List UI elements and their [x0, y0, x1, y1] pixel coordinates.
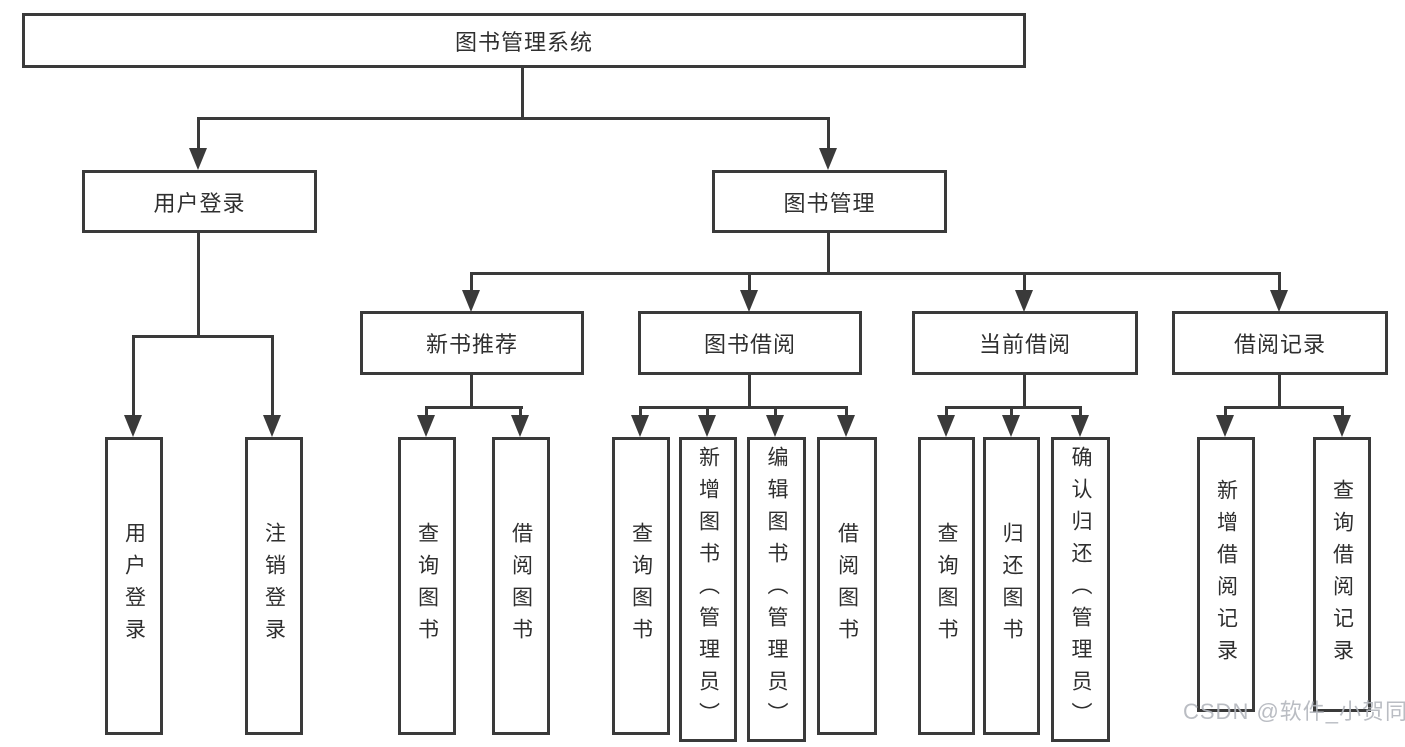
- leaf-add-book-admin-label: 新增图书（管理员）: [696, 445, 720, 734]
- edge-book-borrow-rail: [639, 406, 848, 409]
- leaf-query-book-3-label: 查询图书: [935, 522, 958, 650]
- arrow-down-icon: [1216, 415, 1234, 437]
- csdn-watermark: CSDN @软件_小贺同学: [1183, 699, 1405, 724]
- arrow-down-icon: [766, 415, 784, 437]
- edge-user-login-stem: [197, 233, 200, 338]
- edge-drop-leaf: [1079, 406, 1082, 417]
- leaf-edit-book-admin-label: 编辑图书（管理员）: [765, 445, 788, 734]
- edge-drop-leaf: [519, 406, 522, 417]
- node-new-book-recommend: 新书推荐: [360, 311, 584, 375]
- leaf-borrow-book-1: 借阅图书: [492, 437, 550, 735]
- leaf-user-login: 用户登录: [105, 437, 163, 735]
- leaf-add-book-admin: 新增图书（管理员）: [679, 437, 737, 742]
- edge-drop-leaf: [425, 406, 428, 417]
- leaf-logout-label: 注销登录: [262, 522, 286, 650]
- edge-user-login-rail: [132, 335, 274, 338]
- leaf-confirm-return-admin-label: 确认归还（管理员）: [1069, 445, 1092, 734]
- edge-drop-leaf: [706, 406, 709, 417]
- edge-drop-book-management: [827, 117, 830, 150]
- leaf-return-book-label: 归还图书: [1000, 522, 1023, 650]
- arrow-down-icon: [937, 415, 955, 437]
- arrow-down-icon: [1270, 290, 1288, 312]
- arrow-down-icon: [462, 290, 480, 312]
- edge-drop-leaf: [1224, 406, 1227, 417]
- node-current-borrow-label: 当前借阅: [978, 332, 1071, 357]
- arrow-down-icon: [1071, 415, 1089, 437]
- edge-book-management-rail: [470, 272, 1281, 275]
- leaf-query-book-1-label: 查询图书: [415, 522, 439, 650]
- edge-root-rail: [197, 117, 830, 120]
- edge-drop-leaf: [271, 335, 274, 417]
- arrow-down-icon: [124, 415, 142, 437]
- leaf-confirm-return-admin: 确认归还（管理员）: [1051, 437, 1110, 742]
- edge-drop-leaf: [845, 406, 848, 417]
- arrow-down-icon: [511, 415, 529, 437]
- edge-drop-leaf: [639, 406, 642, 417]
- leaf-borrow-book-2: 借阅图书: [817, 437, 877, 735]
- leaf-query-book-2-label: 查询图书: [629, 522, 653, 650]
- leaf-edit-book-admin: 编辑图书（管理员）: [747, 437, 806, 742]
- arrow-down-icon: [740, 290, 758, 312]
- arrow-down-icon: [631, 415, 649, 437]
- edge-root-stem: [521, 68, 524, 120]
- arrow-down-icon: [698, 415, 716, 437]
- node-user-login: 用户登录: [82, 170, 317, 233]
- edge-drop-module: [748, 272, 751, 292]
- leaf-add-borrow-record-label: 新增借阅记录: [1214, 478, 1238, 671]
- leaf-query-book-2: 查询图书: [612, 437, 670, 735]
- node-root: 图书管理系统: [22, 13, 1026, 68]
- leaf-add-borrow-record: 新增借阅记录: [1197, 437, 1255, 712]
- arrow-down-icon: [837, 415, 855, 437]
- leaf-logout: 注销登录: [245, 437, 303, 735]
- node-new-book-recommend-label: 新书推荐: [425, 332, 518, 357]
- edge-current-borrow-stem: [1023, 375, 1026, 409]
- edge-new-book-rail: [425, 406, 523, 409]
- leaf-borrow-book-2-label: 借阅图书: [835, 522, 859, 650]
- edge-drop-leaf: [1010, 406, 1013, 417]
- node-book-borrow-label: 图书借阅: [703, 332, 796, 357]
- arrow-down-icon: [1015, 290, 1033, 312]
- edge-drop-module: [1278, 272, 1281, 292]
- edge-current-borrow-rail: [945, 406, 1082, 409]
- leaf-query-borrow-record: 查询借阅记录: [1313, 437, 1371, 712]
- arrow-down-icon: [1333, 415, 1351, 437]
- leaf-borrow-book-1-label: 借阅图书: [509, 522, 533, 650]
- node-root-label: 图书管理系统: [454, 29, 593, 55]
- node-borrow-records-label: 借阅记录: [1233, 332, 1326, 357]
- leaf-query-book-3: 查询图书: [918, 437, 975, 735]
- edge-drop-module: [1023, 272, 1026, 292]
- node-borrow-records: 借阅记录: [1172, 311, 1388, 375]
- node-book-management-label: 图书管理: [783, 190, 876, 216]
- arrow-down-icon: [189, 148, 207, 170]
- arrow-down-icon: [263, 415, 281, 437]
- leaf-user-login-label: 用户登录: [122, 522, 146, 650]
- edge-borrow-records-rail: [1224, 406, 1343, 409]
- node-current-borrow: 当前借阅: [912, 311, 1138, 375]
- leaf-return-book: 归还图书: [983, 437, 1040, 735]
- arrow-down-icon: [417, 415, 435, 437]
- leaf-query-book-1: 查询图书: [398, 437, 456, 735]
- edge-drop-leaf: [945, 406, 948, 417]
- edge-drop-user-login: [197, 117, 200, 150]
- leaf-query-borrow-record-label: 查询借阅记录: [1330, 478, 1354, 671]
- edge-drop-module: [470, 272, 473, 292]
- node-book-borrow: 图书借阅: [638, 311, 862, 375]
- edge-drop-leaf: [1341, 406, 1344, 417]
- arrow-down-icon: [1002, 415, 1020, 437]
- node-user-login-label: 用户登录: [153, 190, 246, 216]
- edge-drop-leaf: [132, 335, 135, 417]
- edge-borrow-records-stem: [1278, 375, 1281, 409]
- arrow-down-icon: [819, 148, 837, 170]
- node-book-management: 图书管理: [712, 170, 947, 233]
- edge-new-book-stem: [470, 375, 473, 409]
- edge-drop-leaf: [774, 406, 777, 417]
- edge-book-management-stem: [827, 233, 830, 275]
- edge-book-borrow-stem: [748, 375, 751, 409]
